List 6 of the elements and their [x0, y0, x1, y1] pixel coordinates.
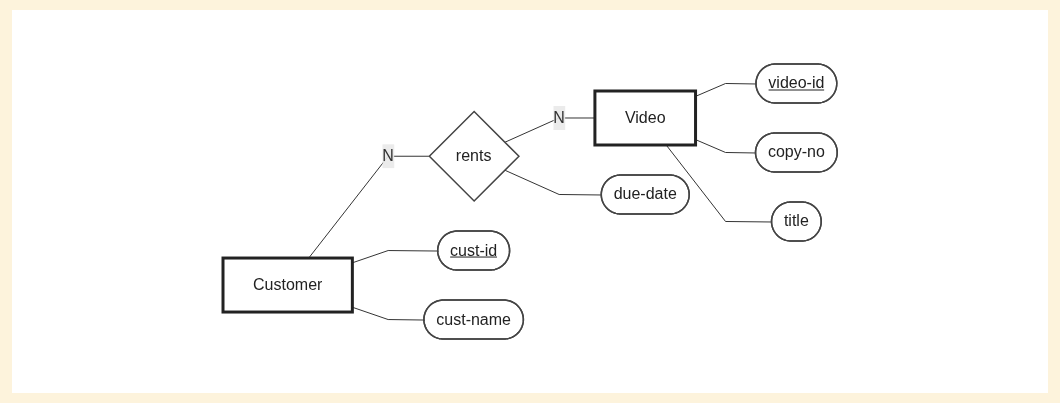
edge-label: N [553, 108, 565, 126]
node-diamond: rents [428, 110, 520, 203]
edge-label: N [382, 147, 394, 165]
connector [308, 155, 430, 259]
node-box: Customer [221, 256, 354, 314]
node-box: Video [593, 89, 697, 147]
